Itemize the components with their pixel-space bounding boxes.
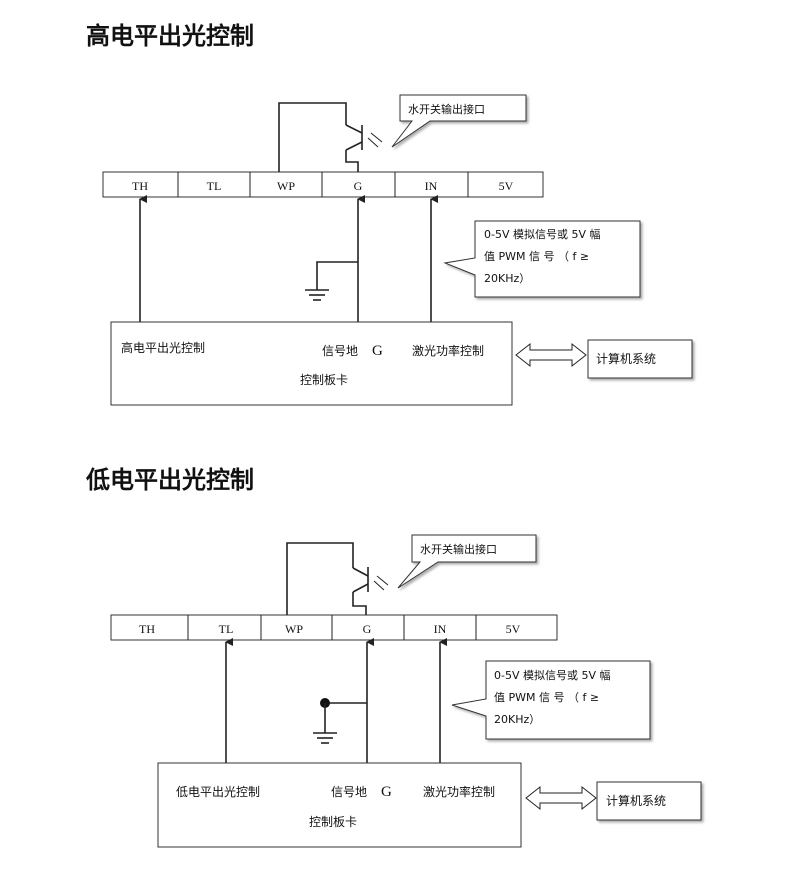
terminal-strip: TH TL WP G IN 5V [110,614,558,641]
callout-signal-line3: 20KHz） [494,713,540,726]
callout-water-text: 水开关输出接口 [420,542,497,556]
terminal-g: G [363,622,372,636]
board-left-label: 低电平出光控制 [176,785,260,799]
control-board: 低电平出光控制 信号地 G 激光功率控制 控制板卡 [157,762,522,848]
control-board: 高电平出光控制 信号地 G 激光功率控制 控制板卡 [110,321,513,406]
callout-water-switch: 水开关输出接口 [397,534,537,589]
board-laser-label: 激光功率控制 [412,343,484,358]
board-ground-symbol: G [372,343,383,359]
terminal-g: G [354,179,363,193]
callout-signal-line1: 0-5V 模拟信号或 5V 幅 [484,227,601,241]
callout-signal: 0-5V 模拟信号或 5V 幅 值 PWM 信 号 （ f ≥ 20KHz） [443,220,641,298]
terminal-th: TH [132,179,148,193]
computer-label: 计算机系统 [606,793,666,808]
terminal-tl: TL [207,179,222,193]
terminal-tl: TL [219,622,234,636]
terminal-in: IN [434,622,447,636]
board-ground-label: 信号地 [322,344,358,358]
terminal-in: IN [425,179,438,193]
diagram-title: 高电平出光控制 [86,22,254,50]
board-laser-label: 激光功率控制 [423,784,495,799]
callout-signal-line3: 20KHz） [484,272,530,285]
callout-signal-line2: 值 PWM 信 号 （ f ≥ [484,250,589,263]
terminal-strip-frame [110,614,558,641]
computer-system: 计算机系统 [596,781,702,821]
diagram-title: 低电平出光控制 [85,466,254,494]
board-ground-label: 信号地 [331,785,367,799]
transistor-symbol [286,542,389,615]
terminal-wp: WP [285,622,303,636]
terminal-strip: TH TL WP G IN 5V [102,171,544,198]
board-name: 控制板卡 [300,373,348,387]
ground-icon [305,261,358,301]
double-arrow-icon [525,785,597,811]
diagram-high-level: 高电平出光控制 TH TL WP G IN 5V [86,22,693,406]
board-ground-symbol: G [381,784,392,800]
ground-icon [313,698,367,744]
callout-signal: 0-5V 模拟信号或 5V 幅 值 PWM 信 号 （ f ≥ 20KHz） [451,660,651,740]
computer-system: 计算机系统 [587,339,693,379]
board-left-label: 高电平出光控制 [121,340,205,355]
terminal-th: TH [139,622,155,636]
terminal-strip-frame [102,171,544,198]
computer-label: 计算机系统 [596,351,656,366]
callout-signal-line2: 值 PWM 信 号 （ f ≥ [494,691,599,704]
callout-water-text: 水开关输出接口 [408,102,485,116]
terminal-5v: 5V [506,622,521,636]
transistor-symbol [278,102,383,172]
board-name: 控制板卡 [309,815,357,829]
terminal-wp: WP [277,179,295,193]
callout-water-switch: 水开关输出接口 [391,94,527,148]
terminal-5v: 5V [499,179,514,193]
diagram-low-level: 低电平出光控制 TH TL WP G IN 5V [85,466,702,848]
double-arrow-icon [515,342,587,368]
callout-signal-line1: 0-5V 模拟信号或 5V 幅 [494,668,611,682]
